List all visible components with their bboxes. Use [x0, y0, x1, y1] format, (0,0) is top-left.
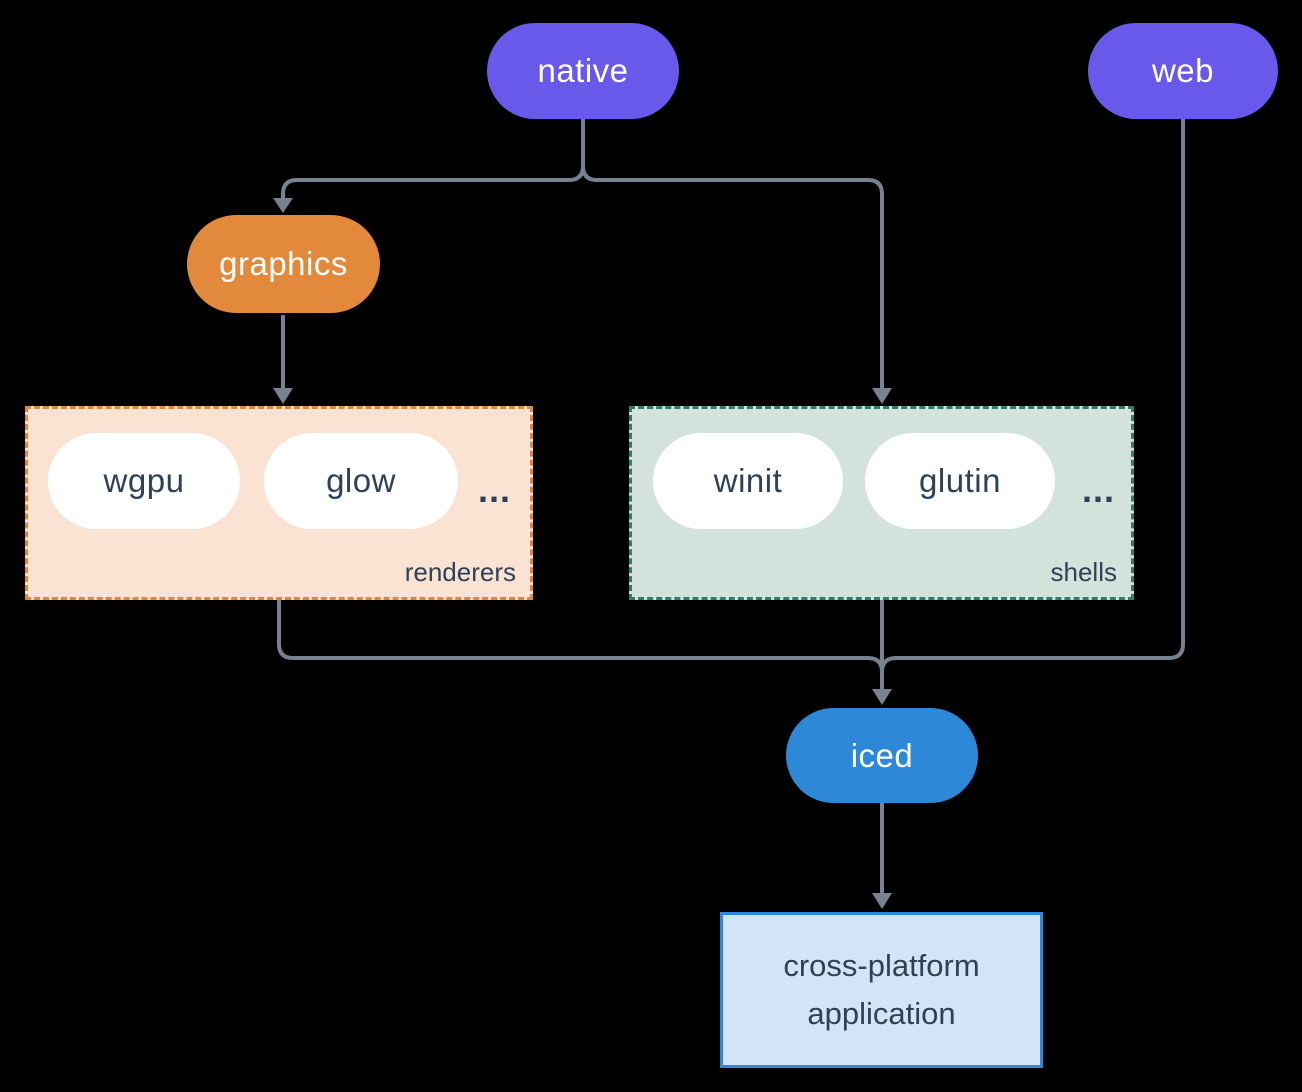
node-glutin: glutin: [865, 433, 1055, 529]
edge-renderers-iced: [277, 600, 884, 673]
arrowhead-into-graphics: [273, 198, 293, 213]
arrowhead-into-iced: [872, 689, 892, 705]
edge-native-shells: [581, 165, 884, 388]
node-app: cross-platform application: [720, 912, 1043, 1068]
node-web-label: web: [1151, 52, 1215, 89]
shells-ellipsis: ...: [1082, 469, 1116, 510]
node-glow-label: glow: [326, 462, 396, 499]
node-iced: iced: [786, 708, 978, 803]
arrowhead-into-renderers: [273, 388, 293, 404]
node-glow: glow: [264, 433, 458, 529]
node-glutin-label: glutin: [919, 462, 1001, 499]
node-winit: winit: [653, 433, 843, 529]
node-web: web: [1088, 23, 1278, 119]
node-graphics: graphics: [187, 215, 380, 313]
node-wgpu-label: wgpu: [103, 462, 185, 499]
node-app-label: cross-platform application: [783, 947, 980, 1031]
renderers-ellipsis: ...: [478, 469, 512, 510]
node-iced-label: iced: [850, 736, 914, 774]
edge-native-graphics: [281, 165, 585, 198]
group-renderers: wgpu glow ... renderers: [25, 406, 533, 600]
group-renderers-label: renderers: [404, 557, 516, 587]
group-shells: winit glutin ... shells: [629, 406, 1134, 600]
group-shells-label: shells: [1050, 557, 1117, 587]
node-graphics-label: graphics: [219, 245, 348, 282]
arrowhead-into-shells: [872, 388, 892, 404]
arrowhead-into-app: [872, 893, 892, 909]
node-native: native: [487, 23, 679, 119]
node-winit-label: winit: [713, 462, 783, 499]
node-wgpu: wgpu: [48, 433, 240, 529]
node-native-label: native: [537, 52, 629, 89]
